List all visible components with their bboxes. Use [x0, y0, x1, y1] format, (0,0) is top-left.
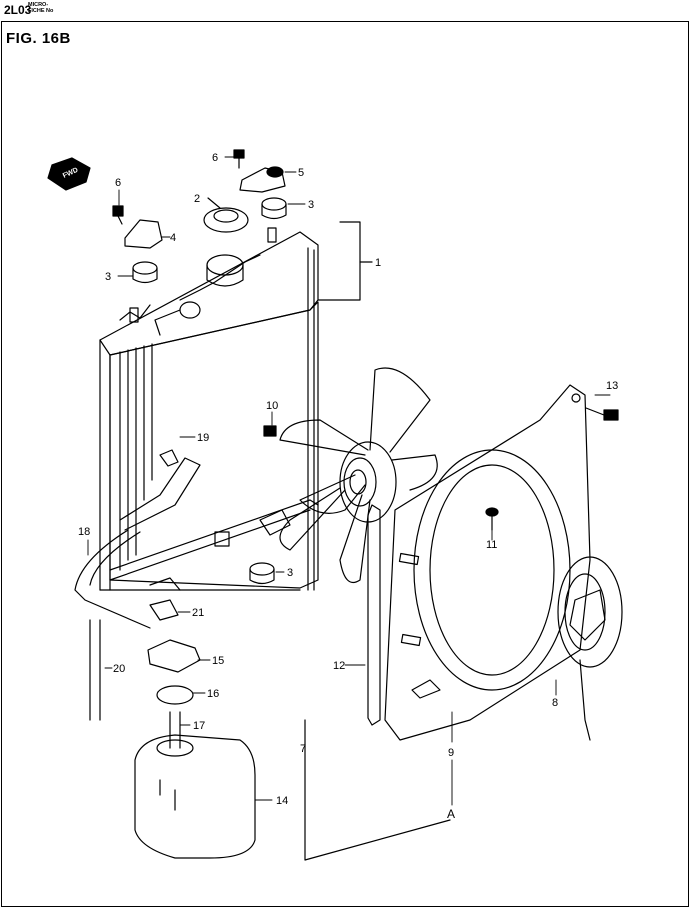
bracket-4: [124, 219, 163, 249]
callout-18: 18: [78, 526, 90, 538]
callout-11: 11: [486, 539, 497, 551]
hose-20: [89, 619, 101, 721]
reservoir-cap-15: [147, 639, 201, 673]
callout-3b: 3: [105, 271, 111, 283]
microfiche-label-line1: MICRO-: [28, 2, 49, 8]
callout-3c: 3: [287, 567, 293, 579]
callout-labels: 1 2 3 3 3 4 5 6 6 7 8 9 10 11 12 13 14 1…: [78, 152, 618, 821]
callout-1: 1: [375, 257, 381, 269]
bracket-1: [317, 221, 361, 301]
bracket-5: [239, 167, 286, 193]
callout-12: 12: [333, 660, 345, 672]
callout-6a: 6: [212, 152, 218, 164]
callout-13: 13: [606, 380, 618, 392]
callout-4: 4: [170, 232, 176, 244]
microfiche-code: 2L03: [4, 3, 32, 17]
hose-17: [169, 711, 181, 749]
clamp-19: [159, 449, 179, 467]
callout-19: 19: [197, 432, 209, 444]
gasket-16: [156, 685, 194, 705]
fan-shroud: [384, 384, 591, 741]
cushion-lower: [249, 562, 275, 585]
callout-16: 16: [207, 688, 219, 700]
view-label-a: A: [447, 807, 455, 821]
callout-3a: 3: [308, 199, 314, 211]
fan-motor: [557, 556, 623, 741]
callout-7: 7: [300, 743, 306, 755]
clamp-21: [149, 599, 179, 621]
nut-10: [263, 425, 277, 437]
bolt-6-left: [112, 205, 124, 225]
cushion-upper-right: [261, 197, 287, 220]
callout-15: 15: [212, 655, 224, 667]
hose-18: [74, 529, 151, 629]
figure-frame: [1, 21, 689, 907]
leader-7: [304, 719, 451, 861]
callout-17: 17: [193, 720, 205, 732]
leader-lines: [87, 156, 611, 806]
fwd-arrow-icon: FWD: [47, 157, 91, 191]
callout-8: 8: [552, 697, 558, 709]
callout-20: 20: [113, 663, 125, 675]
callout-5: 5: [298, 167, 304, 179]
callout-9: 9: [448, 747, 454, 759]
callout-14: 14: [276, 795, 288, 807]
callout-6b: 6: [115, 177, 121, 189]
reservoir-tank: [134, 734, 256, 859]
callout-2: 2: [194, 193, 200, 205]
overflow-hose: [119, 457, 201, 531]
callout-21: 21: [192, 607, 204, 619]
radiator-cap: [203, 207, 249, 233]
bolt-13: [585, 407, 619, 421]
seal-12: [367, 504, 381, 726]
figure-title: FIG. 16B: [6, 30, 71, 47]
microfiche-label: MICRO- FICHE No: [28, 2, 53, 14]
callout-10: 10: [266, 400, 278, 412]
radiator: [99, 227, 319, 591]
bolt-6-top: [233, 149, 245, 169]
fan-blades: [279, 367, 438, 584]
microfiche-label-line2: FICHE No: [28, 8, 54, 14]
cushion-upper-left: [132, 261, 158, 284]
bolt-11: [485, 507, 499, 531]
